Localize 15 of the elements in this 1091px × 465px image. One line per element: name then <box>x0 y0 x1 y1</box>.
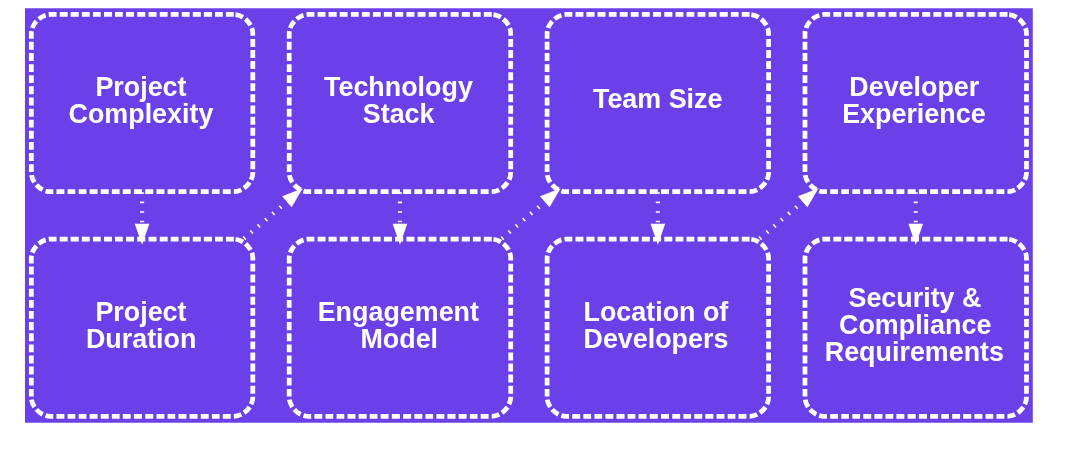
node-box: Engagement Model <box>286 236 513 419</box>
arrow <box>757 188 819 241</box>
node-box: Project Duration <box>28 236 255 419</box>
node-box: Technology Stack <box>286 12 513 195</box>
node-box: Location of Developers <box>544 236 771 419</box>
arrow <box>134 192 149 245</box>
arrow <box>650 192 665 245</box>
node-box: Security & Compliance Requirements <box>802 236 1029 419</box>
arrow <box>907 192 923 245</box>
arrow <box>499 188 561 241</box>
node-box: Project Complexity <box>28 12 255 195</box>
arrow <box>392 192 407 245</box>
arrow <box>241 188 303 241</box>
node-box: Team Size <box>544 12 771 195</box>
node-box: Developer Experience <box>802 12 1029 195</box>
